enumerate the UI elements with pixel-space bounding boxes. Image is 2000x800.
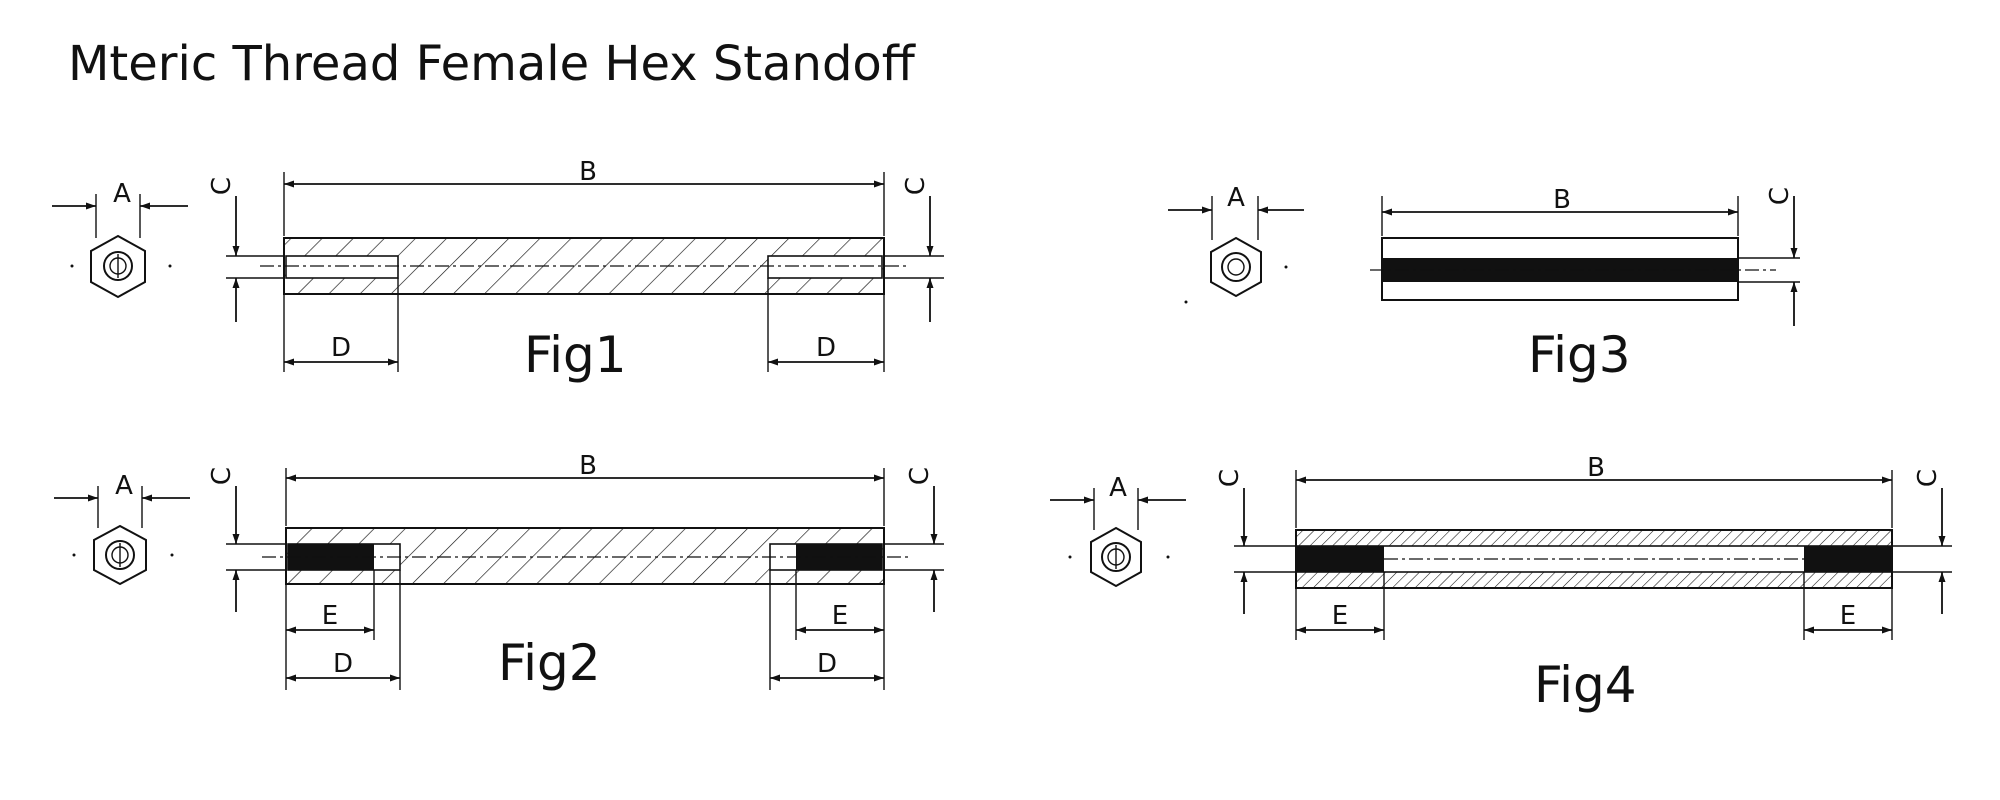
dim-label-b: B bbox=[1553, 185, 1571, 215]
dim-label-d-right: D bbox=[816, 333, 836, 363]
dim-label-a: A bbox=[1227, 183, 1245, 213]
dim-label-a: A bbox=[115, 471, 133, 501]
dim-label-e-left: E bbox=[1332, 601, 1348, 631]
dim-label-a: A bbox=[113, 179, 131, 209]
dim-label-c-right: C bbox=[1913, 469, 1943, 487]
figure-1-label: Fig1 bbox=[524, 326, 627, 384]
figure-4: A B C C E E Fig4 bbox=[1050, 453, 1952, 714]
figure-3: A B C Fig3 bbox=[1168, 183, 1800, 384]
hex-end-view bbox=[1050, 488, 1186, 588]
dim-label-b: B bbox=[579, 451, 597, 481]
figure-4-label: Fig4 bbox=[1534, 656, 1637, 714]
dim-label-c-left: C bbox=[1215, 469, 1245, 487]
dim-label-e-right: E bbox=[1840, 601, 1856, 631]
page-title: Mteric Thread Female Hex Standoff bbox=[68, 36, 915, 92]
dim-label-e-right: E bbox=[832, 601, 848, 631]
figure-1: A B C C D D Fig1 bbox=[52, 157, 944, 384]
figure-2-label: Fig2 bbox=[498, 634, 601, 692]
dim-label-c-left: C bbox=[207, 467, 237, 485]
hex-end-view bbox=[54, 486, 190, 586]
dim-label-d-left: D bbox=[333, 649, 353, 679]
dim-label-c-right: C bbox=[901, 177, 931, 195]
dim-label-b: B bbox=[579, 157, 597, 187]
dim-label-b: B bbox=[1587, 453, 1605, 483]
dim-label-d-left: D bbox=[331, 333, 351, 363]
dim-label-a: A bbox=[1109, 473, 1127, 503]
dim-label-e-left: E bbox=[322, 601, 338, 631]
figure-3-label: Fig3 bbox=[1528, 326, 1631, 384]
figure-2: A B C C E E D D bbox=[54, 451, 944, 692]
dim-label-c-right: C bbox=[905, 467, 935, 485]
hex-end-view bbox=[1168, 196, 1304, 304]
hex-end-view bbox=[52, 194, 188, 299]
dim-label-d-right: D bbox=[817, 649, 837, 679]
dim-label-c-right: C bbox=[1765, 187, 1795, 205]
dim-label-c-left: C bbox=[207, 177, 237, 195]
